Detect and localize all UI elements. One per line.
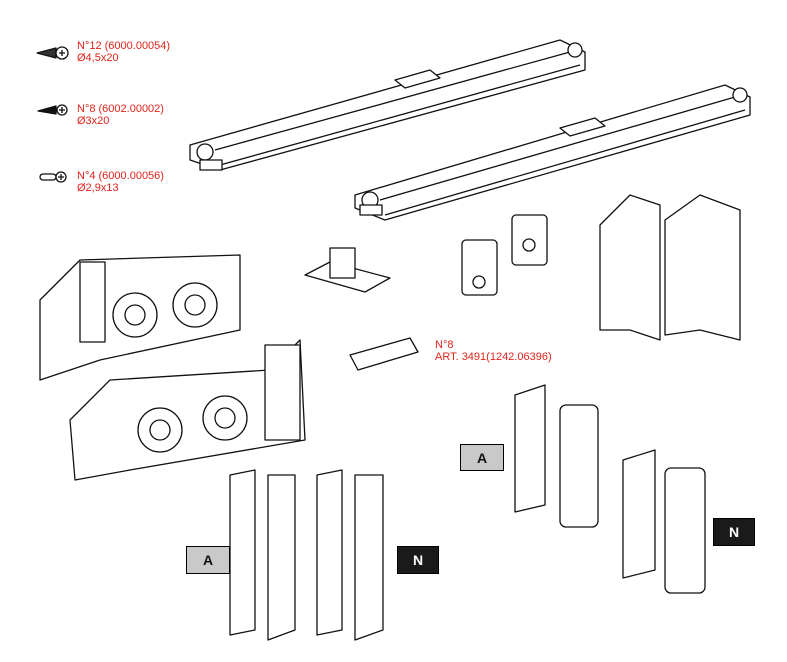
screw-label-8: N°8 (6002.00002)Ø3x20 — [77, 103, 164, 127]
clip-part — [349, 337, 419, 371]
plate-small-2 — [511, 214, 548, 266]
damper-rail-lower — [354, 84, 751, 221]
screw-4-code: N°4 (6000.00056) — [77, 170, 164, 182]
screw-8-icon — [37, 104, 68, 116]
screw-label-4: N°4 (6000.00056)Ø2,9x13 — [77, 170, 164, 194]
clip-qty: N°8 — [435, 339, 454, 351]
plate-small-1 — [461, 239, 498, 296]
screw-8-size: Ø3x20 — [77, 115, 110, 127]
mounting-frame — [599, 194, 741, 341]
clip-article: ART. 3491(1242.06396) — [435, 351, 552, 363]
badge-a-left: A — [186, 546, 230, 574]
screw-12-code: N°12 (6000.00054) — [77, 40, 171, 52]
screw-label-12: N°12 (6000.00054)Ø4,5x20 — [77, 40, 170, 64]
badge-n-left: N — [397, 546, 439, 574]
screw-4-icon — [39, 171, 67, 183]
end-cap-n-right — [622, 449, 706, 594]
screw-12-icon — [36, 46, 69, 60]
badge-a-right: A — [460, 444, 504, 471]
damper-rail-upper — [189, 39, 586, 171]
roller-carriage-1 — [39, 254, 241, 381]
roller-carriage-2 — [69, 339, 306, 481]
stop-bracket — [304, 247, 391, 293]
screw-4-size: Ø2,9x13 — [77, 182, 119, 194]
badge-n-right: N — [713, 518, 755, 546]
end-cap-a-right — [514, 384, 599, 528]
end-cap-a-left — [229, 469, 384, 641]
screw-8-code: N°8 (6002.00002) — [77, 103, 164, 115]
screw-12-size: Ø4,5x20 — [77, 52, 119, 64]
